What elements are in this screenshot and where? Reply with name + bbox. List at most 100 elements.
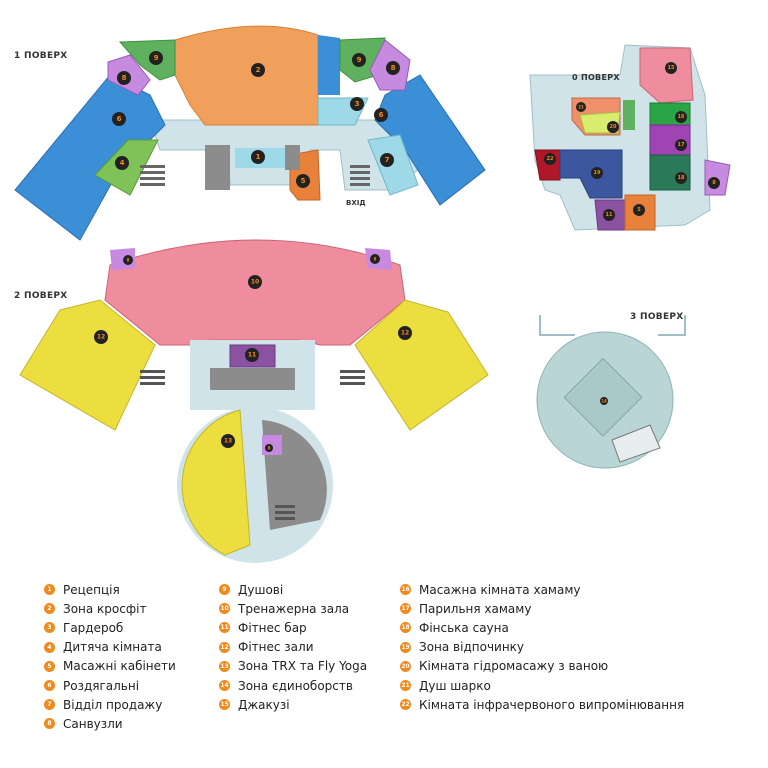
svg-text:21: 21: [578, 105, 584, 110]
room-blue-strip: [318, 35, 340, 95]
legend-label: Роздягальні: [63, 678, 140, 693]
svg-text:5: 5: [301, 177, 306, 185]
marker-8-left: 8: [117, 71, 131, 85]
marker-18: 18: [675, 172, 687, 184]
legend-label: Масажні кабінети: [63, 659, 176, 674]
marker-6-right: 6: [374, 108, 388, 122]
legend-item: 1 Рецепція: [44, 580, 176, 599]
legend-label: Кімната інфрачервоного випромінювання: [419, 697, 685, 712]
legend-badge: 9: [219, 584, 230, 596]
svg-text:8: 8: [127, 258, 130, 263]
room-finnish-sauna: [649, 154, 691, 191]
stairs-f1: [140, 165, 370, 186]
legend-item: 22 Кімната інфрачервоного випромінювання: [400, 695, 684, 714]
marker-15: 15: [665, 62, 677, 74]
legend-badge: 17: [400, 603, 411, 615]
legend-item: 10 Тренажерна зала: [219, 599, 367, 618]
legend-badge: 16: [400, 584, 411, 596]
legend-label: Зона єдиноборств: [238, 678, 353, 693]
svg-text:22: 22: [547, 156, 554, 162]
legend-label: Відділ продажу: [63, 697, 163, 712]
legend-badge: 12: [219, 641, 230, 653]
legend-badge: 10: [219, 603, 230, 615]
svg-text:20: 20: [610, 124, 617, 130]
room-trx-yoga: [181, 409, 251, 556]
floor-0-label: 0 ПОВЕРХ: [572, 73, 620, 82]
marker-9-left: 9: [149, 51, 163, 65]
legend-label: Санвузли: [63, 716, 123, 731]
legend-item: 21 Душ шарко: [400, 676, 684, 695]
legend-badge: 19: [400, 641, 411, 653]
legend-label: Фітнес бар: [238, 620, 307, 635]
map-markers: 1 2 3 4 5 6 6 7 8 8 9 9 10 11 12 12 13 1…: [94, 51, 720, 452]
svg-text:4: 4: [120, 159, 125, 167]
marker-8-floor2-right: 8: [370, 254, 380, 264]
legend-badge: 13: [219, 660, 230, 672]
svg-text:5: 5: [637, 207, 641, 213]
svg-text:8: 8: [122, 74, 127, 82]
legend-label: Гардероб: [63, 620, 124, 635]
legend-item: 14 Зона єдиноборств: [219, 676, 367, 695]
legend-label: Тренажерна зала: [238, 601, 350, 616]
svg-text:18: 18: [678, 175, 685, 181]
room-toilets-0: [704, 159, 731, 196]
svg-text:8: 8: [712, 180, 716, 186]
legend-badge: 2: [44, 603, 55, 615]
floor-1-plan: [14, 25, 486, 241]
svg-text:6: 6: [117, 115, 122, 123]
legend-badge: 3: [44, 622, 55, 634]
svg-text:9: 9: [154, 54, 159, 62]
marker-16: 16: [675, 111, 687, 123]
marker-3: 3: [350, 97, 364, 111]
floor-0-plan: [529, 44, 731, 231]
marker-12-left: 12: [94, 330, 108, 344]
legend-item: 6 Роздягальні: [44, 676, 176, 695]
legend-label: Душ шарко: [419, 678, 491, 693]
room-crossfit: [174, 25, 319, 126]
marker-14: 14: [600, 397, 608, 405]
gray-booth: [210, 368, 295, 390]
marker-22: 22: [544, 153, 556, 165]
legend-badge: 18: [400, 622, 411, 634]
marker-19: 19: [591, 167, 603, 179]
legend-item: 20 Кімната гідромасажу з ваною: [400, 657, 684, 676]
svg-text:6: 6: [379, 111, 384, 119]
stairs-f2: [140, 370, 365, 520]
legend-badge: 8: [44, 718, 55, 730]
legend-badge: 5: [44, 660, 55, 672]
legend-badge: 1: [44, 584, 55, 596]
legend-badge: 15: [219, 699, 230, 711]
svg-text:8: 8: [374, 257, 377, 262]
legend-badge: 21: [400, 680, 411, 692]
marker-8-floor0: 8: [708, 177, 720, 189]
room-small-green: [623, 100, 635, 130]
svg-text:8: 8: [391, 64, 396, 72]
gray-block-b: [285, 145, 300, 170]
floor-3-top-walls: [539, 315, 686, 336]
legend-badge: 6: [44, 680, 55, 692]
legend-label: Рецепція: [63, 582, 120, 597]
svg-text:11: 11: [606, 212, 613, 218]
marker-13: 13: [221, 434, 235, 448]
legend-badge: 22: [400, 699, 411, 711]
marker-6-left: 6: [112, 112, 126, 126]
marker-10: 10: [248, 275, 262, 289]
marker-8-right: 8: [386, 61, 400, 75]
legend-badge: 14: [219, 680, 230, 692]
marker-20: 20: [607, 121, 619, 133]
marker-11: 11: [245, 348, 259, 362]
room-fitness-hall-left: [19, 299, 156, 431]
room-showers-left: [118, 39, 176, 81]
legend-label: Масажна кімната хамаму: [419, 582, 581, 597]
svg-text:1: 1: [256, 153, 261, 161]
legend-badge: 20: [400, 660, 411, 672]
marker-8-floor2-round: 8: [265, 444, 273, 452]
legend-label: Душові: [238, 582, 284, 597]
legend-label: Кімната гідромасажу з ваною: [419, 659, 609, 674]
